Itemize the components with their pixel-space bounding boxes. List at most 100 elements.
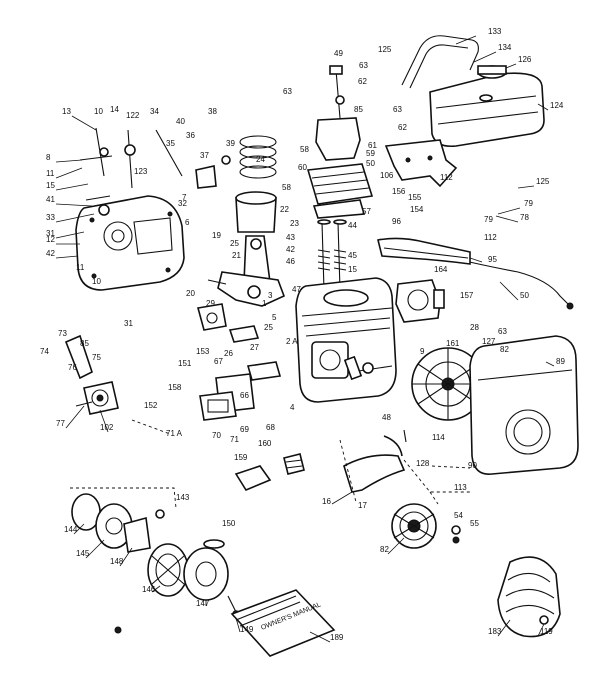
- part-number-c153: 153: [196, 347, 210, 356]
- part-number-c66: 66: [240, 391, 249, 400]
- part-number-c71: 71: [230, 435, 239, 444]
- part-number-c145: 145: [76, 549, 90, 558]
- owners-manual-booklet: OWNER'S MANUAL: [230, 589, 336, 657]
- part-number-c13: 13: [62, 107, 71, 116]
- carburetor-linkage: [315, 65, 361, 161]
- part-number-c19: 19: [212, 231, 221, 240]
- part-number-c58b: 58: [282, 183, 291, 192]
- part-number-c151: 151: [178, 359, 192, 368]
- part-number-c71A: 71 A: [166, 429, 183, 438]
- part-number-c25a: 25: [230, 239, 239, 248]
- part-number-c7: 7: [182, 193, 187, 202]
- part-number-c3: 3: [268, 291, 273, 300]
- ignition-shield: [343, 429, 407, 493]
- part-number-c9: 9: [420, 347, 425, 356]
- hardware-dot: [114, 626, 122, 634]
- part-number-c67: 67: [214, 357, 223, 366]
- part-number-c39: 39: [226, 139, 235, 148]
- part-number-c24: 24: [256, 155, 265, 164]
- part-number-c77: 77: [56, 419, 65, 428]
- governor-linkage: [79, 127, 231, 216]
- part-number-c11a: 11: [46, 169, 55, 178]
- part-number-c134: 134: [498, 43, 512, 52]
- part-number-c63b: 63: [283, 87, 292, 96]
- part-number-c158: 158: [168, 383, 182, 392]
- part-number-c160: 160: [258, 439, 272, 448]
- part-number-c62a: 62: [358, 77, 367, 86]
- part-number-c90: 90: [468, 461, 477, 470]
- part-number-c75: 75: [92, 353, 101, 362]
- part-number-c125b: 125: [536, 177, 550, 186]
- part-number-c50b: 50: [520, 291, 529, 300]
- part-number-c8: 8: [46, 153, 51, 162]
- part-number-c189: 189: [330, 633, 344, 642]
- part-number-c45: 45: [348, 251, 357, 260]
- part-number-c68: 68: [266, 423, 275, 432]
- intake-elbow: [64, 334, 119, 415]
- part-number-c10: 10: [94, 107, 103, 116]
- part-number-c55: 55: [470, 519, 479, 528]
- flywheel: [411, 347, 485, 421]
- part-number-c112b: 112: [484, 233, 497, 242]
- part-number-c156: 156: [392, 187, 406, 196]
- part-number-c36: 36: [186, 131, 195, 140]
- part-number-c58a: 58: [300, 145, 309, 154]
- part-number-c23: 23: [290, 219, 299, 228]
- part-number-c5: 5: [272, 313, 277, 322]
- electric-starter: [395, 279, 445, 323]
- part-number-c6: 6: [185, 218, 190, 227]
- part-number-c82b: 82: [380, 545, 389, 554]
- spark-plug: [343, 355, 374, 381]
- part-number-c10b: 10: [92, 277, 101, 286]
- part-number-c27: 27: [250, 343, 259, 352]
- part-number-c69: 69: [240, 425, 249, 434]
- part-number-c119: 119: [540, 627, 553, 636]
- part-number-c123: 123: [134, 167, 148, 176]
- blower-housing: [469, 335, 579, 475]
- leader-lines: [55, 35, 555, 643]
- part-number-c144: 144: [64, 525, 78, 534]
- part-number-c47: 47: [292, 285, 301, 294]
- part-number-c143: 143: [176, 493, 190, 502]
- part-number-c128: 128: [416, 459, 430, 468]
- part-number-c63d: 63: [498, 327, 507, 336]
- fuel-tank: [401, 35, 545, 148]
- part-number-c89: 89: [556, 357, 565, 366]
- part-number-c15: 15: [46, 181, 55, 190]
- part-number-c157: 157: [460, 291, 474, 300]
- part-number-c95: 95: [488, 255, 497, 264]
- part-number-c114: 114: [432, 433, 445, 442]
- part-number-c155: 155: [408, 193, 422, 202]
- part-number-c102: 102: [100, 423, 114, 432]
- valves: [317, 219, 347, 291]
- part-number-c70: 70: [212, 431, 221, 440]
- part-number-c76: 76: [68, 363, 77, 372]
- part-number-c85a: 85: [354, 105, 363, 114]
- part-number-c85b: 85: [80, 339, 89, 348]
- part-number-c26: 26: [224, 349, 233, 358]
- part-number-c28: 28: [470, 323, 479, 332]
- part-number-c79b: 79: [484, 215, 493, 224]
- part-number-c40: 40: [176, 117, 185, 126]
- part-number-c31b: 31: [124, 319, 133, 328]
- part-number-c147: 147: [196, 599, 210, 608]
- part-number-c20: 20: [186, 289, 195, 298]
- part-number-c48: 48: [382, 413, 391, 422]
- recoil-starter-housing: [497, 556, 561, 638]
- part-number-c42b: 42: [286, 245, 295, 254]
- part-number-c46: 46: [286, 257, 295, 266]
- part-number-c62b: 62: [398, 123, 407, 132]
- part-number-c74: 74: [40, 347, 49, 356]
- part-number-c148: 148: [110, 557, 124, 566]
- part-number-c122: 122: [126, 111, 140, 120]
- part-number-c61: 61: [368, 141, 377, 150]
- part-number-c17: 17: [358, 501, 367, 510]
- part-number-c12: 12: [46, 235, 55, 244]
- part-number-c22: 22: [280, 205, 289, 214]
- part-number-c149: 149: [240, 625, 254, 634]
- crankshaft: [207, 271, 286, 307]
- breather-parts: [196, 303, 282, 421]
- part-number-c183: 183: [488, 627, 502, 636]
- part-number-c34: 34: [150, 107, 159, 116]
